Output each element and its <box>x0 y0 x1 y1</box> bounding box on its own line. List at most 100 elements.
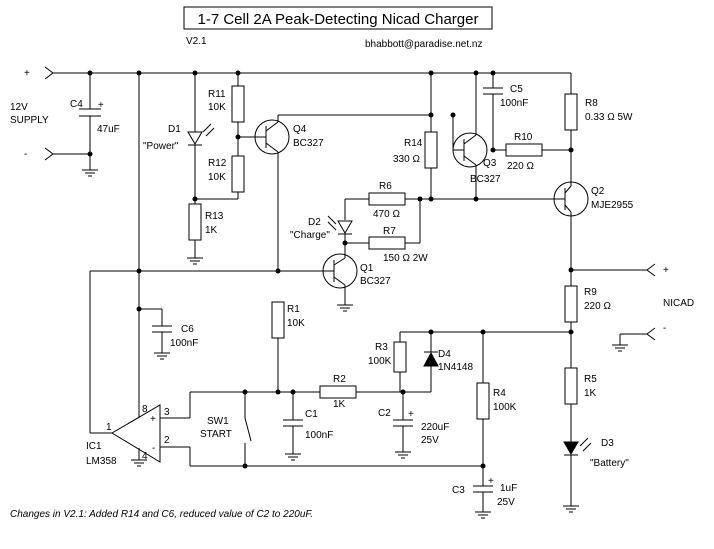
d1-value: "Power" <box>143 141 179 152</box>
title: 1-7 Cell 2A Peak-Detecting Nicad Charger <box>198 11 479 28</box>
ic1-pin-minus: - <box>152 443 155 454</box>
d3-ref: D3 <box>601 438 614 449</box>
r14-value: 330 Ω <box>393 154 420 165</box>
c2-ref: C2 <box>378 408 391 419</box>
switch-sw1 <box>244 392 252 466</box>
ic1-pin-plus: + <box>150 414 156 425</box>
resistor-r14 <box>424 73 438 199</box>
d2-value: "Charge" <box>290 230 330 241</box>
r7-ref: R7 <box>383 226 396 237</box>
c4-value: 47uF <box>97 124 120 135</box>
c6-value: 100nF <box>170 338 198 349</box>
r4-ref: R4 <box>493 388 506 399</box>
c2-value: 220uF <box>421 422 449 433</box>
resistor-r2 <box>190 385 403 399</box>
version: V2.1 <box>186 36 207 47</box>
c2-polarity: + <box>408 409 414 420</box>
email: bhabbott@paradise.net.nz <box>365 39 482 50</box>
led-d2 <box>327 215 353 258</box>
capacitor-c1 <box>283 392 303 461</box>
r3-ref: R3 <box>375 342 388 353</box>
resistor-r4 <box>476 332 490 486</box>
ic1-pin3: 3 <box>164 407 170 418</box>
capacitor-c6 <box>138 73 172 404</box>
resistor-r9 <box>400 285 578 368</box>
r4-value: 100K <box>493 402 517 413</box>
q1-value: BC327 <box>360 276 391 287</box>
d3-value: "Battery" <box>590 458 629 469</box>
diode-d4 <box>403 332 439 393</box>
c4-polarity: + <box>98 100 104 111</box>
c1-ref: C1 <box>305 409 318 420</box>
d4-value: 1N4148 <box>438 362 473 373</box>
r5-ref: R5 <box>584 374 597 385</box>
r13-value: 1K <box>205 225 218 236</box>
r1-value: 10K <box>287 318 305 329</box>
r2-value: 1K <box>333 399 346 410</box>
q4-value: BC327 <box>293 138 324 149</box>
c5-branch <box>483 73 503 150</box>
ic1-pin4: 4 <box>142 451 148 462</box>
c3-value2: 25V <box>497 497 515 508</box>
d2-ref: D2 <box>308 217 321 228</box>
r14-ref: R14 <box>404 138 423 149</box>
r11-value: 10K <box>208 102 226 113</box>
r7-value: 150 Ω 2W <box>383 253 428 264</box>
transistor-q2 <box>553 181 589 286</box>
d4-ref: D4 <box>438 349 451 360</box>
c5-ref: C5 <box>510 84 523 95</box>
r6-value: 470 Ω <box>373 209 400 220</box>
nicad-output <box>571 263 656 352</box>
nicad-label: NICAD <box>663 298 694 309</box>
nicad-plus-label: + <box>663 265 669 276</box>
c2-value2: 25V <box>421 435 439 446</box>
r11-ref: R11 <box>208 89 226 100</box>
capacitor-c3 <box>473 485 493 519</box>
supply-label-line1: 12V <box>10 102 28 113</box>
r3-value: 100K <box>368 356 392 367</box>
r12-value: 10K <box>208 172 226 183</box>
supply-plus-label: + <box>24 68 30 79</box>
r2-ref: R2 <box>333 374 346 385</box>
q2-value: MJE2955 <box>591 200 634 211</box>
transistor-q4 <box>254 114 431 270</box>
resistor-r8 <box>564 73 578 186</box>
r13-ref: R13 <box>205 211 224 222</box>
resistor-r3 <box>393 332 407 392</box>
transistor-q3 <box>431 73 555 200</box>
q4-ref: Q4 <box>293 124 307 135</box>
r9-value: 220 Ω <box>584 301 611 312</box>
title-box <box>183 6 493 30</box>
supply-label-line2: SUPPLY <box>10 115 49 126</box>
q3-ref: Q3 <box>483 158 497 169</box>
resistor-r1 <box>271 301 285 392</box>
d1-ref: D1 <box>168 124 181 135</box>
c4-ref: C4 <box>70 99 83 110</box>
ic1-pin1: 1 <box>106 422 112 433</box>
ic1-pin2: 2 <box>164 435 170 446</box>
r1-ref: R1 <box>287 304 300 315</box>
r9-ref: R9 <box>584 287 597 298</box>
transistor-q1 <box>90 253 358 312</box>
c5-value: 100nF <box>500 98 528 109</box>
q3-value: BC327 <box>470 174 501 185</box>
supply-minus-label: - <box>24 149 27 160</box>
power-led-branch <box>187 73 215 265</box>
r10-ref: R10 <box>514 132 533 143</box>
r10-value: 220 Ω <box>507 161 534 172</box>
ic1-pin8: 8 <box>142 404 148 415</box>
nicad-minus-label: - <box>663 323 666 334</box>
resistor-r10 <box>493 143 571 157</box>
q2-ref: Q2 <box>591 186 605 197</box>
r6-ref: R6 <box>379 181 392 192</box>
junction-dots <box>87 70 574 469</box>
c3-ref: C3 <box>452 485 465 496</box>
c1-value: 100nF <box>305 430 333 441</box>
c3-polarity: + <box>488 476 494 487</box>
r8-ref: R8 <box>585 98 598 109</box>
footnote: Changes in V2.1: Added R14 and C6, reduc… <box>10 509 313 520</box>
resistor-r5 <box>564 367 578 442</box>
r12-ref: R12 <box>208 158 227 169</box>
capacitor-c2 <box>393 392 413 459</box>
